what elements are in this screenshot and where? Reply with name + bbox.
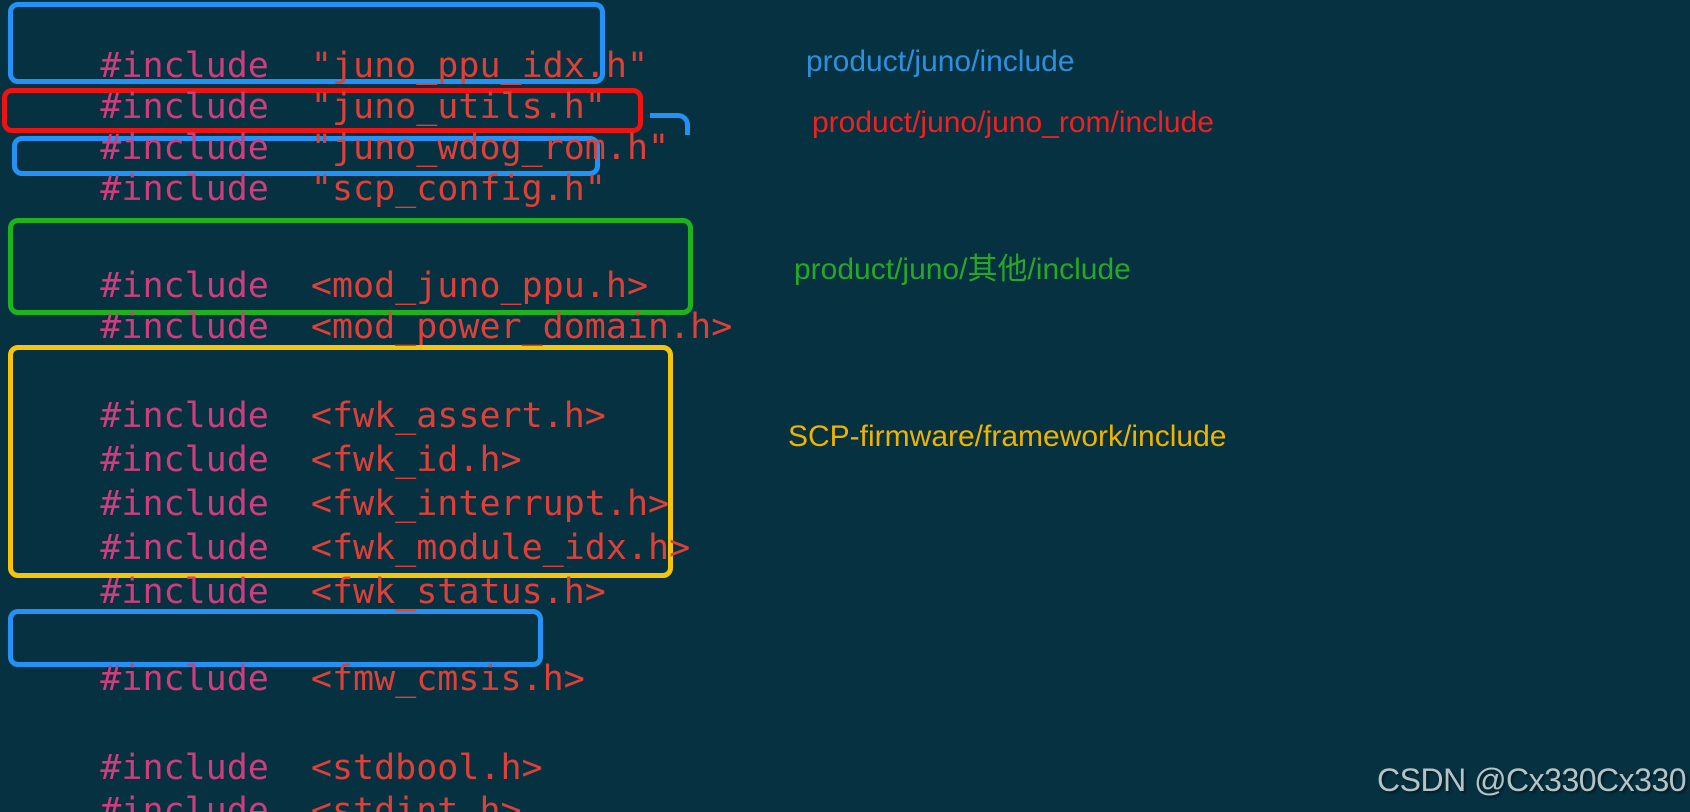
header-filename: <fwk_id.h>	[310, 440, 522, 480]
code-line-fmw-cmsis: #include <fmw_cmsis.h>	[16, 618, 585, 699]
include-keyword: #include	[100, 169, 269, 209]
include-keyword: #include	[100, 748, 269, 788]
highlight-box-scp-config	[12, 136, 600, 176]
header-filename: <fwk_assert.h>	[310, 396, 606, 436]
include-keyword: #include	[100, 396, 269, 436]
highlight-box-juno-other-include	[8, 218, 693, 315]
header-filename: "juno_ppu_idx.h"	[310, 46, 649, 86]
code-line-juno-utils: #include "juno_utils.h"	[16, 46, 606, 127]
annotation-product-juno-include: product/juno/include	[806, 45, 1075, 78]
header-filename: <fwk_interrupt.h>	[310, 484, 670, 524]
code-line-mod-power-domain: #include <mod_power_domain.h>	[16, 266, 732, 347]
code-line-juno-wdog-rom: #include "juno_wdog_rom.h"	[16, 87, 669, 168]
code-line-fwk-module-idx: #include <fwk_module_idx.h>	[16, 487, 690, 568]
code-line-stdbool: #include <stdbool.h>	[16, 707, 542, 788]
include-keyword: #include	[100, 266, 269, 306]
code-line-fwk-id: #include <fwk_id.h>	[16, 399, 521, 480]
header-filename: <mod_power_domain.h>	[310, 307, 733, 347]
include-keyword: #include	[100, 128, 269, 168]
code-line-mod-juno-ppu: #include <mod_juno_ppu.h>	[16, 225, 648, 306]
include-keyword: #include	[100, 659, 269, 699]
include-keyword: #include	[100, 307, 269, 347]
header-filename: <stdbool.h>	[310, 748, 543, 788]
header-filename: "juno_utils.h"	[310, 87, 606, 127]
annotation-framework-include: SCP-firmware/framework/include	[788, 420, 1227, 453]
highlight-box-fmw-cmsis	[8, 609, 543, 667]
header-filename: <stdint.h>	[310, 791, 522, 812]
header-filename: <mod_juno_ppu.h>	[310, 266, 649, 306]
header-filename: "juno_wdog_rom.h"	[310, 128, 670, 168]
include-keyword: #include	[100, 484, 269, 524]
highlight-box-product-juno-include	[8, 2, 605, 84]
header-filename: <fwk_module_idx.h>	[310, 528, 691, 568]
header-filename: "scp_config.h"	[310, 169, 606, 209]
include-keyword: #include	[100, 440, 269, 480]
include-keyword: #include	[100, 572, 269, 612]
include-keyword: #include	[100, 46, 269, 86]
annotation-juno-other-include: product/juno/其他/include	[794, 253, 1131, 286]
include-keyword: #include	[100, 791, 269, 812]
highlight-box-corner-fragment	[650, 113, 690, 135]
include-keyword: #include	[100, 87, 269, 127]
highlight-box-juno-rom-include	[2, 88, 643, 133]
header-filename: <fmw_cmsis.h>	[310, 659, 585, 699]
code-line-juno-ppu-idx: #include "juno_ppu_idx.h"	[16, 5, 648, 86]
include-keyword: #include	[100, 528, 269, 568]
header-filename: <fwk_status.h>	[310, 572, 606, 612]
annotation-juno-rom-include: product/juno/juno_rom/include	[812, 106, 1214, 139]
highlight-box-framework-include	[8, 345, 673, 578]
code-line-scp-config: #include "scp_config.h"	[16, 128, 606, 209]
code-line-fwk-status: #include <fwk_status.h>	[16, 531, 606, 612]
code-line-stdint: #include <stdint.h>	[16, 750, 521, 812]
code-line-fwk-interrupt: #include <fwk_interrupt.h>	[16, 443, 669, 524]
csdn-watermark: CSDN @Cx330Cx330	[1377, 762, 1687, 798]
code-line-fwk-assert: #include <fwk_assert.h>	[16, 355, 606, 436]
